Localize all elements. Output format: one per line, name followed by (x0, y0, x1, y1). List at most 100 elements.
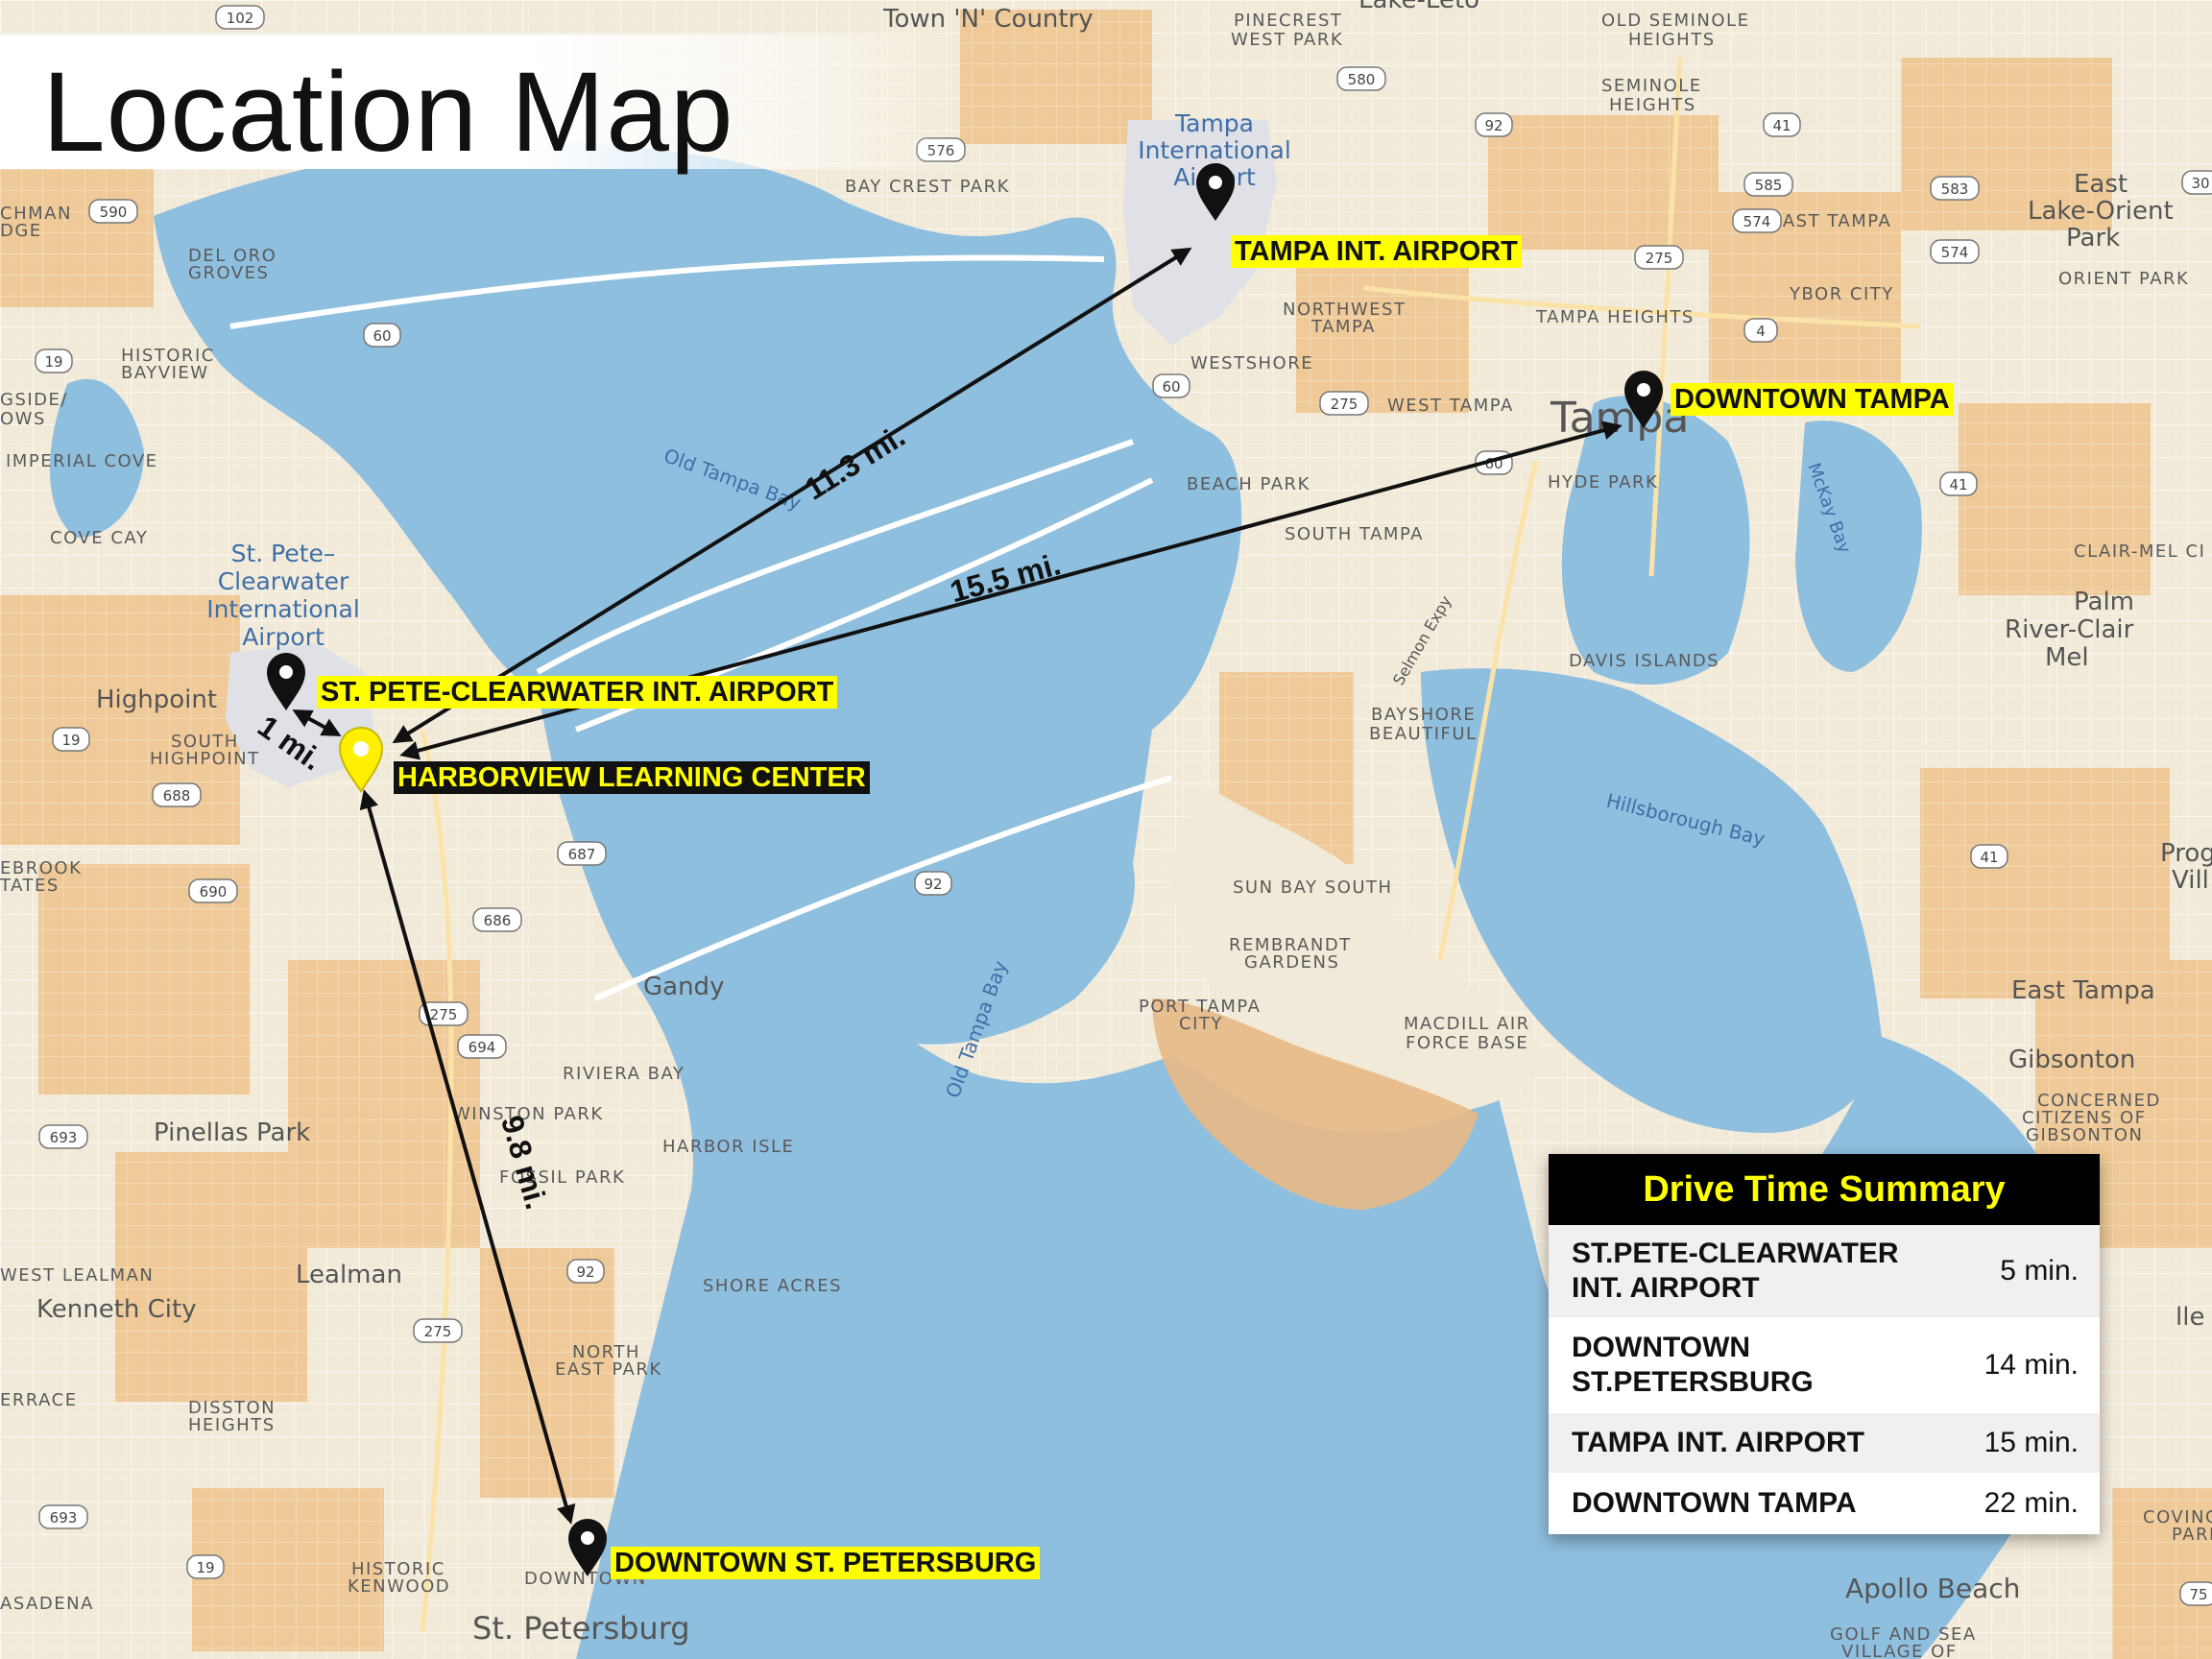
highway-shield-number: 4 (1756, 323, 1766, 340)
label-pie-airport-pin[interactable]: ST. PETE-CLEARWATER INT. AIRPORT (317, 676, 838, 709)
summary-row: DOWNTOWN ST.PETERSBURG 14 min. (1549, 1317, 2100, 1413)
highway-shield-number: 30 (2191, 175, 2209, 192)
drive-time-summary: Drive Time Summary ST.PETE-CLEARWATER IN… (1549, 1154, 2100, 1534)
highway-shield: 41 (1939, 471, 1978, 496)
label-covington-1: COVINGTO (2143, 1507, 2212, 1527)
highway-shield: 574 (1732, 208, 1782, 233)
highway-shield-bg (1970, 844, 2008, 869)
label-east-lake-orient-2: Lake-Orient (2028, 197, 2174, 226)
highway-shield-bg (1743, 318, 1778, 343)
label-harbor-isle: HARBOR ISLE (662, 1137, 794, 1157)
label-concerned-2: CITIZENS OF (2022, 1108, 2147, 1128)
highway-shield: 580 (1336, 66, 1386, 91)
label-brook-estates-1: EBROOK (0, 858, 82, 878)
label-lle: lle (2176, 1303, 2204, 1332)
summary-row-time: 22 min. (1984, 1487, 2079, 1519)
pin-downtown-tampa[interactable] (1624, 371, 1663, 428)
label-tpa-airport-pin[interactable]: TAMPA INT. AIRPORT (1231, 235, 1522, 268)
highway-shield: 92 (566, 1259, 605, 1284)
highway-shield-bg (1930, 239, 1980, 264)
highway-shield: 688 (152, 782, 202, 807)
highway-shield-number: 275 (424, 1323, 452, 1340)
highway-shield-number: 574 (1743, 213, 1771, 230)
label-south-highpoint-2: HIGHPOINT (150, 749, 260, 769)
pin-downtown-stpete[interactable] (568, 1519, 607, 1576)
highway-shield: 19 (35, 349, 73, 373)
label-clair-mel: CLAIR-MEL CI (2074, 541, 2205, 562)
label-downtown-stpete-pin[interactable]: DOWNTOWN ST. PETERSBURG (611, 1547, 1041, 1579)
highway-shield-number: 583 (1941, 180, 1969, 198)
label-east-lake-orient-3: Park (2066, 224, 2120, 252)
label-bay-crest: BAY CREST PARK (845, 177, 1010, 197)
highway-shield-number: 92 (576, 1263, 594, 1281)
highway-shield: 60 (363, 323, 401, 348)
label-covington-2: PARK (2172, 1525, 2212, 1545)
label-chman-1: CHMAN (0, 204, 72, 224)
highway-shield: 102 (215, 5, 265, 30)
title-banner: Location Map (0, 35, 960, 169)
label-tampa-city: Tampa (1550, 394, 1689, 443)
label-seminole-2: HEIGHTS (1609, 95, 1696, 115)
label-palm-river-3: Mel (2045, 643, 2089, 672)
summary-row-name: DOWNTOWN ST.PETERSBURG (1572, 1332, 1814, 1398)
pin-tpa-airport[interactable] (1196, 163, 1235, 221)
highway-shield-number: 686 (484, 912, 512, 929)
summary-row: TAMPA INT. AIRPORT 15 min. (1549, 1413, 2100, 1473)
label-east-tampa: East Tampa (2011, 976, 2155, 1005)
highway-shield-number: 275 (430, 1006, 458, 1023)
pin-harborview[interactable] (338, 727, 384, 793)
highway-shield: 4 (1743, 318, 1778, 343)
highway-shield-bg (152, 782, 202, 807)
label-del-oro-2: GROVES (188, 263, 269, 283)
label-davis-islands: DAVIS ISLANDS (1569, 651, 1719, 671)
highway-shield-bg (914, 871, 952, 896)
label-kenneth-city: Kenneth City (36, 1295, 197, 1324)
highway-shield-bg (1763, 112, 1801, 137)
highway-shield-number: 693 (50, 1509, 78, 1527)
highway-shield: 686 (472, 907, 522, 932)
label-tampa-heights: TAMPA HEIGHTS (1535, 307, 1695, 327)
label-historic-kenwood-2: KENWOOD (348, 1576, 450, 1597)
location-pins (267, 163, 1663, 1576)
highway-shield-number: 574 (1941, 244, 1969, 261)
highway-shield-bg (38, 1504, 88, 1529)
highway-shield-bg (1319, 391, 1369, 416)
highway-shield-number: 590 (100, 204, 128, 221)
highway-shield-number: 687 (568, 846, 596, 863)
pin-pie-airport[interactable] (267, 653, 305, 710)
label-bridgeside-1: GSIDE/ (0, 390, 68, 410)
label-south-tampa: SOUTH TAMPA (1285, 524, 1424, 544)
label-east-lake-orient: East (2074, 170, 2128, 199)
label-west-tampa: WEST TAMPA (1387, 396, 1514, 416)
summary-row-time: 5 min. (2000, 1255, 2079, 1286)
highway-shield: 690 (188, 878, 238, 903)
highway-shield-bg (1732, 208, 1782, 233)
summary-row: DOWNTOWN TAMPA 22 min. (1549, 1473, 2100, 1534)
label-northwest-tampa-2: TAMPA (1310, 317, 1376, 337)
highway-shield-bg (186, 1554, 225, 1579)
label-historic-bayview-2: BAYVIEW (121, 363, 209, 383)
highway-shield-number: 19 (44, 353, 62, 371)
label-disston-1: DISSTON (188, 1398, 276, 1418)
highway-shield: 687 (557, 841, 607, 866)
highway-shield-bg (1939, 471, 1978, 496)
highway-shield-bg (1930, 176, 1980, 201)
highway-shield-number: 92 (1484, 117, 1503, 134)
label-rembrandt-1: REMBRANDT (1229, 935, 1352, 955)
highway-shield: 92 (1475, 112, 1513, 137)
label-shore-acres: SHORE ACRES (703, 1276, 842, 1296)
label-del-oro-1: DEL ORO (188, 246, 276, 266)
highway-shield-bg (1634, 245, 1684, 270)
highway-shield-bg (1743, 172, 1793, 197)
label-lealman: Lealman (296, 1261, 402, 1289)
label-cove-cay: COVE CAY (50, 528, 148, 548)
label-south-highpoint-1: SOUTH (171, 732, 239, 752)
highway-shield-bg (215, 5, 265, 30)
label-westshore: WESTSHORE (1190, 353, 1313, 373)
label-harborview-pin[interactable]: HARBORVIEW LEARNING CENTER (394, 761, 870, 794)
label-port-tampa-1: PORT TAMPA (1139, 997, 1261, 1017)
label-downtown-tampa-pin[interactable]: DOWNTOWN TAMPA (1671, 383, 1954, 416)
label-stpete-airport-3: International (206, 595, 360, 623)
interbay-peninsula (1171, 787, 1555, 1112)
highway-shield-bg (52, 727, 90, 752)
